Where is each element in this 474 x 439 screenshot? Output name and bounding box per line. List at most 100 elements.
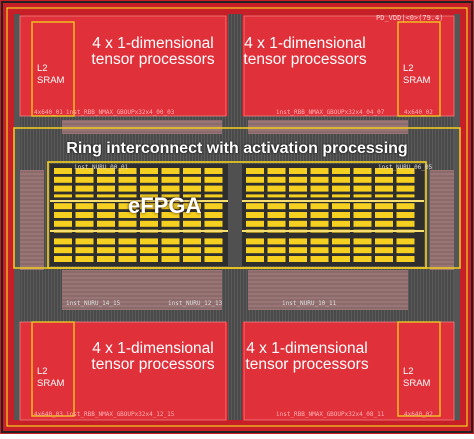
- inst-label-bottom-left: inst_RBB_NMAX_GBOUPx32x4_12_15: [66, 411, 175, 418]
- efpga-cell: [54, 176, 72, 183]
- routing-region-bl: [62, 270, 222, 310]
- efpga-outline: [47, 161, 427, 269]
- efpga-cell: [267, 176, 286, 183]
- efpga-cell: [161, 212, 180, 218]
- efpga-cell: [161, 238, 180, 245]
- efpga-cell: [75, 203, 94, 210]
- efpga-cell: [204, 238, 223, 245]
- routing-regions: [20, 120, 454, 310]
- efpga-cell: [54, 212, 72, 218]
- efpga-cell: [289, 238, 307, 245]
- efpga-cell: [140, 194, 158, 198]
- tensor-label-top-right: 4 x 1-dimensional tensor processors: [220, 35, 390, 69]
- pin-label: PD_VDD|<0>(79.4): [376, 14, 444, 22]
- efpga-cell: [54, 256, 72, 262]
- tensor-label-line2: tensor processors: [245, 356, 369, 374]
- efpga-cell: [118, 212, 137, 218]
- sram-outline-bottom-left: [31, 321, 75, 417]
- routing-region-br: [248, 270, 408, 310]
- tensor-label-line2: tensor processors: [91, 356, 215, 374]
- efpga-cell: [204, 176, 223, 183]
- efpga-cell: [140, 238, 158, 245]
- efpga-cell: [161, 185, 180, 192]
- efpga-cell: [396, 212, 415, 218]
- efpga-cell: [246, 212, 264, 218]
- efpga-cell: [332, 203, 350, 210]
- sram-label-line2: SRAM: [403, 377, 431, 389]
- efpga-cell: [204, 212, 223, 218]
- efpga-cell: [204, 203, 223, 210]
- efpga-cell: [118, 256, 137, 262]
- efpga-cell: [75, 168, 94, 174]
- efpga-cell: [118, 168, 137, 174]
- sram-label-line1: L2: [37, 63, 48, 74]
- sram-label-line2: SRAM: [37, 74, 65, 86]
- sram-outline-top-right: [397, 21, 441, 117]
- sram-label-line1: L2: [403, 366, 414, 377]
- efpga-cell: [97, 247, 115, 254]
- efpga-cell: [375, 247, 393, 254]
- efpga-cell: [396, 238, 415, 245]
- efpga-cell: [310, 168, 329, 174]
- tensor-block-bottom-left: [19, 321, 227, 421]
- efpga-cell: [375, 176, 393, 183]
- efpga-cell: [118, 176, 137, 183]
- efpga-cell: [140, 203, 158, 210]
- tensor-label-bottom-right: 4 x 1-dimensional tensor processors: [222, 340, 392, 374]
- efpga-grid: [50, 164, 424, 266]
- efpga-cell: [396, 220, 415, 227]
- sram-outline-top-left: [31, 21, 75, 117]
- efpga-cell: [183, 220, 201, 227]
- routing-region-right: [430, 170, 454, 270]
- inst-label-sram-br: 4x640_02: [404, 411, 433, 418]
- efpga-cell: [310, 185, 329, 192]
- efpga-cell: [289, 220, 307, 227]
- efpga-cell: [289, 176, 307, 183]
- efpga-cell: [246, 194, 264, 198]
- efpga-cell: [140, 168, 158, 174]
- efpga-cell: [353, 220, 372, 227]
- efpga-cell: [140, 247, 158, 254]
- inst-label-mid-br: inst_NURU_10_11: [282, 300, 337, 307]
- efpga-cell: [267, 194, 286, 198]
- efpga-cell: [289, 194, 307, 198]
- efpga-cell: [97, 176, 115, 183]
- efpga-cell: [353, 168, 372, 174]
- efpga-cell: [353, 203, 372, 210]
- efpga-cell: [183, 256, 201, 262]
- inst-label-mid-bl: inst_NURU_14_15: [66, 300, 121, 307]
- efpga-cell: [332, 168, 350, 174]
- sram-label-line2: SRAM: [37, 377, 65, 389]
- efpga-cell: [161, 247, 180, 254]
- efpga-cell: [54, 220, 72, 227]
- efpga-cell: [375, 203, 393, 210]
- efpga-cell: [289, 203, 307, 210]
- efpga-cell: [183, 168, 201, 174]
- efpga-cell: [75, 194, 94, 198]
- sram-label-bottom-left: L2 SRAM: [37, 366, 67, 390]
- efpga-cell: [375, 185, 393, 192]
- tensor-label-top-left: 4 x 1-dimensional tensor processors: [68, 35, 238, 69]
- efpga-cell: [396, 203, 415, 210]
- tensor-label-bottom-left: 4 x 1-dimensional tensor processors: [68, 340, 238, 374]
- efpga-cell: [183, 212, 201, 218]
- efpga-cell: [246, 203, 264, 210]
- efpga-cell: [353, 238, 372, 245]
- efpga-cell: [97, 185, 115, 192]
- ring-interconnect-label: Ring interconnect with activation proces…: [66, 140, 408, 157]
- efpga-cell: [310, 247, 329, 254]
- fabric-left-column: [14, 14, 20, 420]
- efpga-cell: [310, 203, 329, 210]
- tensor-block-top-left: [19, 15, 227, 117]
- efpga-cell: [353, 176, 372, 183]
- efpga-cell: [353, 247, 372, 254]
- efpga-cell: [204, 168, 223, 174]
- efpga-cell: [332, 212, 350, 218]
- efpga-cell: [97, 203, 115, 210]
- efpga-cell: [161, 168, 180, 174]
- tensor-label-line1: 4 x 1-dimensional: [92, 35, 214, 52]
- efpga-cell: [140, 176, 158, 183]
- efpga-cell: [375, 256, 393, 262]
- efpga-cell: [75, 238, 94, 245]
